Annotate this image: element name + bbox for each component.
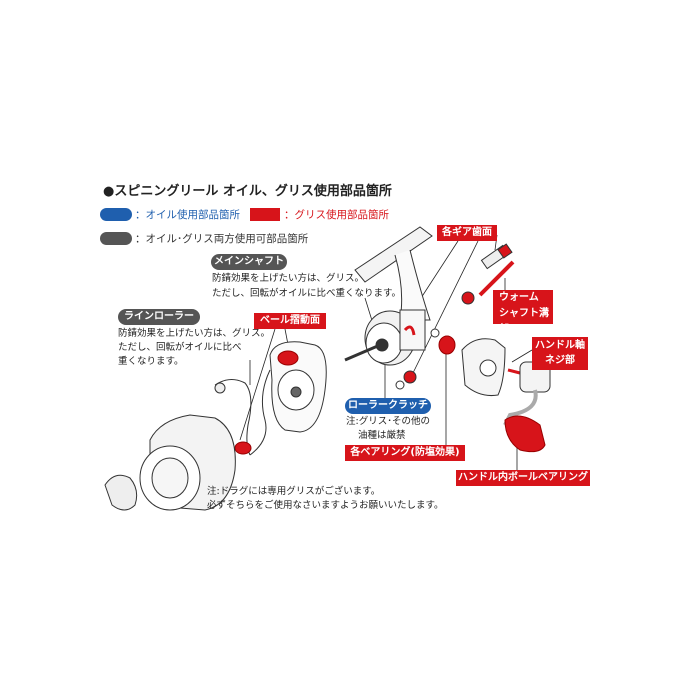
gear-label: 各ギア歯面	[437, 225, 497, 241]
oil-legend-label: ：オイル使用部品箇所	[135, 209, 240, 221]
rotor	[269, 341, 327, 433]
roller-clutch-note-1: 注:グリス･その他の	[346, 416, 430, 427]
main-shaft-label: メインシャフト	[211, 254, 287, 270]
bail-arm	[214, 369, 271, 456]
main-shaft-note-1: 防錆効果を上げたい方は、グリス。	[212, 273, 365, 284]
gear-cover	[461, 338, 506, 396]
grease-legend-swatch	[250, 208, 280, 221]
worm-shaft-label: ウォーム シャフト溝部	[493, 290, 553, 335]
worm-shaft-label-2: シャフト溝部	[499, 308, 549, 335]
grease-legend-label: ：グリス使用部品箇所	[284, 209, 389, 221]
gears	[395, 291, 475, 390]
line-roller-note-3: 重くなります。	[118, 356, 184, 367]
both-legend-swatch	[100, 232, 132, 245]
handle-shaft-label-2: ネジ部	[545, 355, 575, 366]
bearings-label: 各ベアリング(防塩効果)	[345, 445, 465, 461]
both-legend-label: ：オイル･グリス両方使用可部品箇所	[135, 233, 309, 245]
line-roller-note-2: ただし、回転がオイルに比べ	[118, 342, 242, 353]
main-shaft-note-2: ただし、回転がオイルに比べ重くなります。	[212, 288, 402, 299]
drag-note-2: 必ずそちらをご使用なさいますようお願いいたします。	[207, 500, 444, 511]
oil-legend-swatch	[100, 208, 132, 221]
drag-note-1: 注:ドラグには専用グリスがございます。	[207, 486, 381, 497]
worm-shaft-label-1: ウォーム	[499, 292, 539, 303]
line-roller-label: ラインローラー	[118, 309, 200, 325]
diagram-title: ●スピニングリール オイル、グリス使用部品箇所	[103, 184, 392, 199]
handle-shaft-label-1: ハンドル軸	[535, 340, 585, 351]
roller-clutch-label: ローラークラッチ	[345, 398, 431, 414]
spool	[104, 414, 236, 511]
reel-body	[344, 226, 433, 366]
handle	[503, 361, 551, 453]
roller-clutch-note-2: 油種は厳禁	[358, 430, 406, 441]
handle-shaft-label: ハンドル軸 ネジ部	[532, 337, 588, 370]
line-roller-note-1: 防錆効果を上げたい方は、グリス。	[118, 328, 271, 339]
worm-shaft	[478, 243, 515, 297]
bail-label: ベール摺動面	[254, 313, 326, 329]
handle-bearing-label: ハンドル内ボールベアリング	[456, 470, 590, 486]
